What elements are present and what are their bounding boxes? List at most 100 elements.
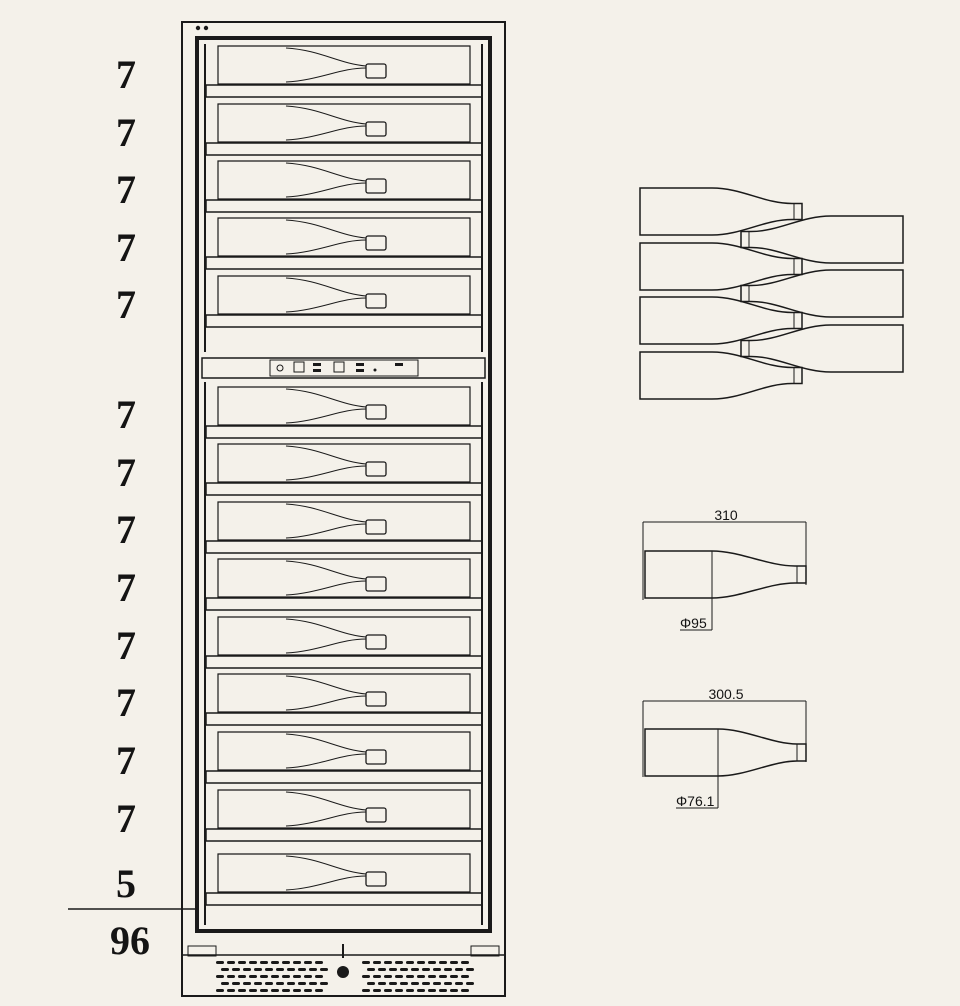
bottle-neck-line — [285, 239, 367, 255]
vent-slot — [428, 975, 436, 978]
shelf-rail — [205, 84, 483, 98]
shelf — [205, 275, 483, 328]
vent-slot — [417, 961, 425, 964]
vent-slot — [216, 961, 224, 964]
vent-slot — [271, 989, 279, 992]
shelf-rail — [205, 314, 483, 328]
vent-slot — [260, 989, 268, 992]
vent-slot — [320, 982, 328, 985]
vent-slot — [461, 989, 469, 992]
vent-slot — [455, 968, 463, 971]
shelf-count: 7 — [116, 796, 136, 841]
shelf — [205, 160, 483, 213]
foot-left — [187, 945, 217, 957]
vent-slot — [298, 982, 306, 985]
vent-slot — [304, 975, 312, 978]
shelf-count: 5 — [116, 861, 136, 906]
vent-slot — [304, 961, 312, 964]
vent-slot — [282, 961, 290, 964]
shelf-count: 7 — [116, 392, 136, 437]
bottle-outline — [740, 269, 904, 318]
vent-slot — [384, 961, 392, 964]
vent-slot — [466, 968, 474, 971]
control-panel-bar — [201, 357, 486, 379]
vent-slot — [315, 989, 323, 992]
vent-slot — [260, 961, 268, 964]
bottle-neck-line — [285, 445, 367, 465]
vent-slot — [320, 968, 328, 971]
bottle-outline — [639, 351, 803, 400]
shelf-rail — [205, 828, 483, 842]
shelf-rail — [205, 712, 483, 726]
vent-slot — [271, 961, 279, 964]
bottle-stacking-diagram — [639, 187, 904, 400]
vent-slot — [238, 961, 246, 964]
shelf-rail — [205, 540, 483, 554]
vent-slot — [378, 982, 386, 985]
shelf — [205, 386, 483, 439]
vent-slot — [461, 975, 469, 978]
shelf — [205, 853, 483, 906]
stack-bottle-right — [740, 215, 904, 264]
stack-bottle-left — [639, 351, 803, 400]
shelf-bottle — [217, 558, 471, 598]
vent-slot — [287, 982, 295, 985]
vent-slot — [395, 961, 403, 964]
bottle-cap — [365, 178, 387, 194]
vent-slot — [450, 961, 458, 964]
vent-slot — [422, 982, 430, 985]
vent-slot — [298, 968, 306, 971]
vent-slot — [455, 982, 463, 985]
vent-slot — [265, 968, 273, 971]
vent-slot — [282, 975, 290, 978]
bottle-neck-line — [285, 560, 367, 580]
cabinet-outer-frame — [181, 21, 506, 997]
vent-slot — [367, 968, 375, 971]
bottle-outline — [644, 728, 807, 777]
vent-slot — [216, 975, 224, 978]
shelf-count: 7 — [116, 507, 136, 552]
shelf — [205, 558, 483, 611]
vent-slot — [373, 989, 381, 992]
vent-slot — [367, 982, 375, 985]
vent-slot — [428, 989, 436, 992]
vent-slot — [243, 982, 251, 985]
vent-slot — [304, 989, 312, 992]
vent-slot — [422, 968, 430, 971]
shelf-count: 7 — [116, 110, 136, 155]
shelf-bottle — [217, 853, 471, 893]
bottle-cap — [365, 749, 387, 765]
vent-slot — [232, 982, 240, 985]
vent-slot — [461, 961, 469, 964]
bottle-neck-line — [285, 753, 367, 769]
bottle-neck-line — [285, 219, 367, 239]
bottle-outline — [740, 324, 904, 373]
stack-bottle-left — [639, 296, 803, 345]
bottle-neck-line — [285, 695, 367, 711]
cabinet-inner-frame — [195, 36, 492, 933]
vent-slot — [411, 982, 419, 985]
vent-slot — [254, 982, 262, 985]
vent-slot — [282, 989, 290, 992]
shelf-count: 7 — [116, 282, 136, 327]
shelf-count: 7 — [116, 167, 136, 212]
vent-slot — [293, 975, 301, 978]
vent-slot — [378, 968, 386, 971]
shelf-bottle — [217, 160, 471, 200]
vent-slot — [395, 975, 403, 978]
bottle-dimension-1: 310 Φ95 — [642, 507, 807, 631]
bottle-cap — [365, 121, 387, 137]
shelf — [205, 731, 483, 784]
vent-slot — [466, 982, 474, 985]
bottle-outline — [740, 215, 904, 264]
bottle-cap — [365, 293, 387, 309]
shelf-bottle — [217, 275, 471, 315]
power-icon — [276, 364, 284, 372]
bottle-neck-line — [285, 580, 367, 596]
bottle-cap — [365, 576, 387, 592]
shelf-count: 7 — [116, 738, 136, 783]
vent-slot — [254, 968, 262, 971]
vent-slot — [444, 968, 452, 971]
shelf-stack — [204, 44, 483, 925]
